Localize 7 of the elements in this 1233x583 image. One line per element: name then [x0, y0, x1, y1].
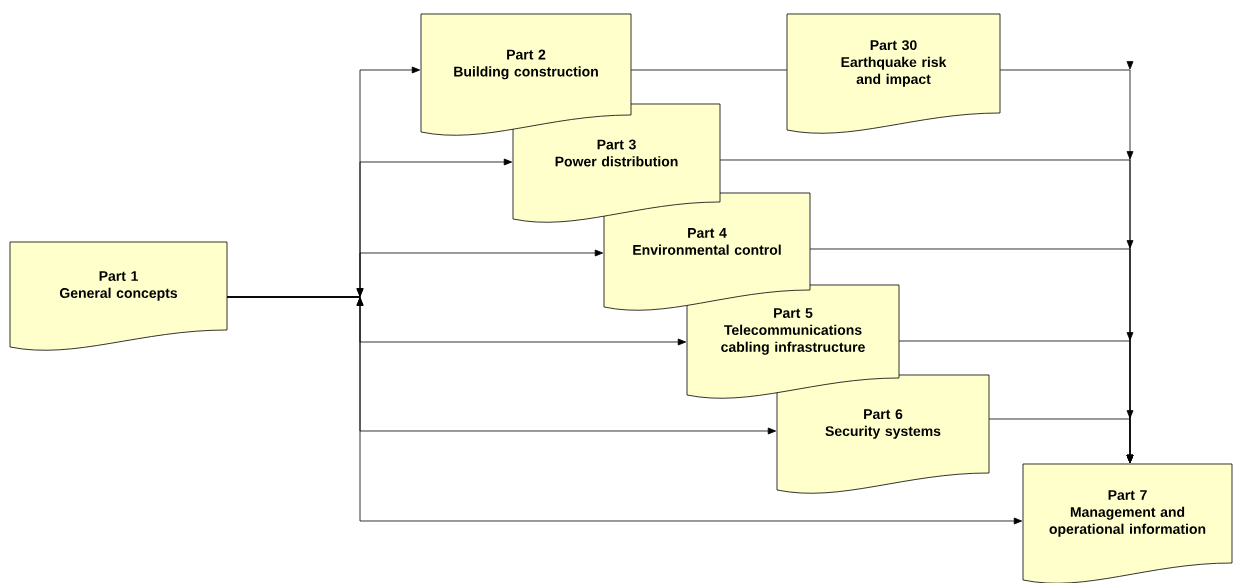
document-box: Part 6 Security systems — [776, 374, 990, 494]
document-box: Part 30 Earthquake risk and impact — [786, 13, 1001, 134]
arrow — [988, 410, 1134, 464]
document-box: Part 1 General concepts — [9, 241, 228, 351]
document-box: Part 2 Building construction — [420, 13, 632, 136]
document-box: Part 7 Management and operational information — [1022, 463, 1233, 583]
arrow — [226, 288, 1023, 525]
